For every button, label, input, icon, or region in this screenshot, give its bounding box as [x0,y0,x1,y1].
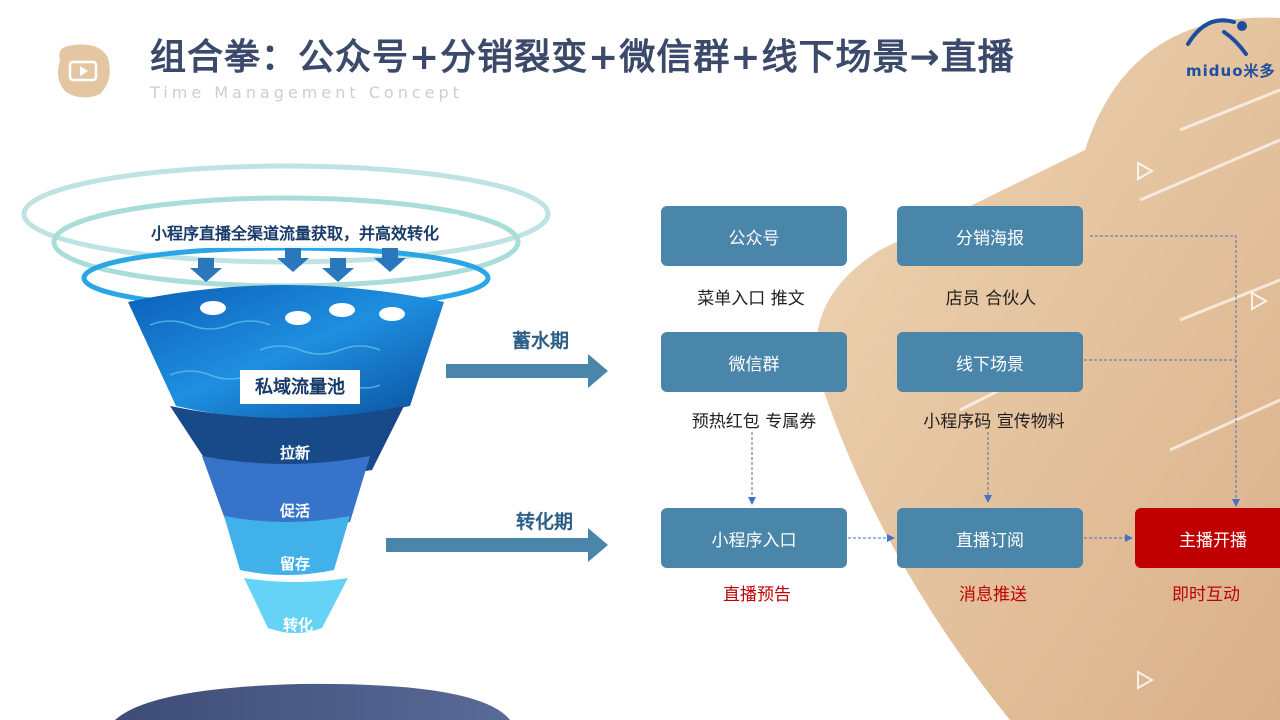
layer-liucun [224,516,350,575]
logo-text: miduo米多 [1186,62,1276,80]
connector-fxhb-to-zbkb [1090,235,1240,507]
node-gongzhonghao[interactable]: 公众号 [661,206,847,266]
caption-weixinqun: 预热红包 专属券 [691,412,817,432]
page-subtitle: Time Management Concept [150,83,463,102]
layer-label-cuohuo: 促活 [279,502,310,520]
phase-label-conversion: 转化期 [516,511,574,533]
bubbles [200,301,405,325]
layer-label-zhuanhua: 转化 [282,616,313,634]
node-zhibo-dingyue[interactable]: 直播订阅 [897,508,1083,568]
layer-label-laxin: 拉新 [279,444,310,462]
navy-bottom-shape [115,683,510,720]
caption-zhibo-dingyue: 消息推送 [959,585,1027,605]
layer-zhuanhua [244,578,348,633]
caption-fenxiao-haibao: 店员 合伙人 [945,289,1037,309]
funnel-banner-bg [132,214,458,248]
caption-zhubo-kaibo: 即时互动 [1172,585,1240,605]
phase-arrow-conversion [386,528,608,562]
node-weixinqun[interactable]: 微信群 [661,332,847,392]
layer-label-liucun: 留存 [279,555,310,573]
page-title: 组合拳：公众号+分销裂变+微信群+线下场景→直播 [150,37,1015,78]
layer-laxin [170,406,404,477]
node-fenxiao-haibao[interactable]: 分销海报 [897,206,1083,266]
phase-label-storage: 蓄水期 [512,330,570,352]
pool-label: 私域流量池 [255,377,345,398]
funnel-graphic [21,163,551,633]
node-xiaochengxu-rukou[interactable]: 小程序入口 [661,508,847,568]
caption-xiaochengxu-rukou: 直播预告 [723,585,791,605]
logo-icon [1186,18,1248,56]
caption-xianxia-changjing: 小程序码 宣传物料 [923,412,1065,432]
inflow-arrows [190,248,406,282]
node-xianxia-changjing[interactable]: 线下场景 [897,332,1083,392]
caption-gongzhonghao: 菜单入口 推文 [697,289,805,309]
pool-label-bg [240,370,360,404]
layer-cuohuo [202,456,370,528]
phase-arrow-storage [446,354,608,388]
water-pool [128,285,444,419]
node-zhubo-kaibo[interactable]: 主播开播 [1135,508,1280,568]
video-icon [58,44,110,98]
funnel-banner-text: 小程序直播全渠道流量获取，并高效转化 [150,224,439,243]
